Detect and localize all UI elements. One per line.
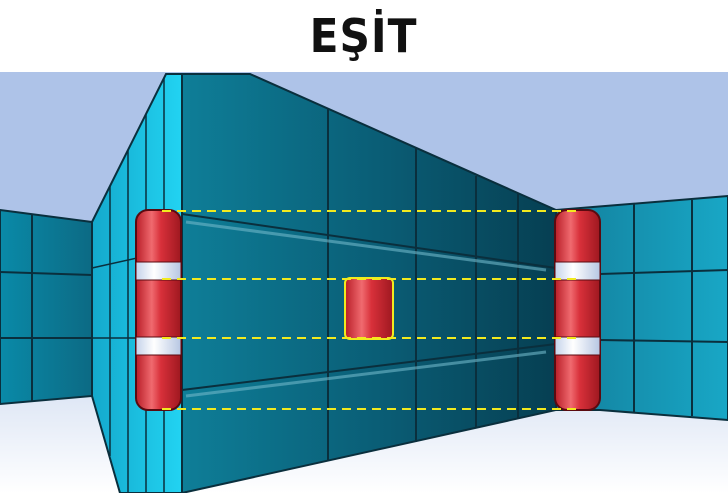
illusion-scene: [0, 72, 728, 493]
right-tall-cylinder: [554, 209, 601, 411]
center-small-cylinder: [344, 277, 394, 340]
page-title: EŞİT: [310, 9, 418, 63]
guide-lines: [162, 210, 578, 410]
far-left-wall: [0, 208, 93, 406]
title-bar: EŞİT: [0, 0, 728, 72]
left-tall-cylinder: [135, 209, 182, 411]
